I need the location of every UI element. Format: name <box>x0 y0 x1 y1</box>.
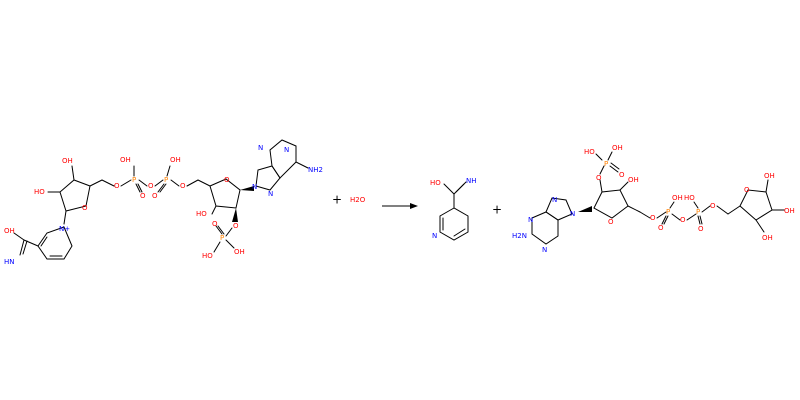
amide-oh-label: OH <box>4 227 15 235</box>
adenine-pyrimidine-ring <box>269 139 297 179</box>
adp-n-label-1: N <box>552 196 557 204</box>
adp-link-o-label-2: O <box>680 216 686 224</box>
pyridinium-ring <box>37 226 73 260</box>
link-o-label-2: O <box>148 182 154 190</box>
p1-double-o-label: O <box>140 192 146 200</box>
nicotinamide-ho-label: HO <box>430 179 441 187</box>
adp-ribose2-ring-o-label: O <box>744 186 750 194</box>
adp-p-chain-label-2: P <box>696 208 700 216</box>
phosphorus-label-3: P <box>220 234 224 242</box>
adp-ho-top-label: HO <box>584 148 595 156</box>
adp-n-label-4: N <box>528 216 533 224</box>
p2-double-o-label: O <box>152 192 158 200</box>
water-label: H2O <box>350 196 366 204</box>
ribose1-ring-o-label: O <box>82 204 88 212</box>
adp-o-phosphate-label: O <box>596 174 602 182</box>
adenine-n-label-1: N <box>252 183 257 191</box>
ribose-ring-1 <box>59 179 91 212</box>
p2-oh-label: OH <box>170 156 181 164</box>
adp-link-o-label-3: O <box>710 202 716 210</box>
adp-adenine-imidazole-ring <box>545 197 573 221</box>
adp-n-label-3: N <box>542 246 547 254</box>
adp-ribose-ring-2 <box>739 189 773 221</box>
adp-oh-top-label: OH <box>612 144 623 152</box>
ribose2-ho-label: HO <box>196 210 207 218</box>
pyridinium-n-label: N+ <box>59 225 70 233</box>
adenine-n-label-4: N <box>284 146 289 154</box>
adp-chain-double-o-label-2: O <box>698 225 704 233</box>
adp-ribose-molecule: H2N N N N N O O P OH HO O OH O P OH O O <box>512 144 795 254</box>
adp-p-chain-label-1: P <box>666 208 670 216</box>
adp-chain-double-o-label-1: O <box>658 224 664 232</box>
adp-ribose-ring-o-label: O <box>608 218 614 226</box>
nicotinamide-ring <box>439 207 469 241</box>
link-o-label-1: O <box>114 182 120 190</box>
adp-end-oh-label-3: OH <box>762 234 773 242</box>
adenine-n-label-2: N <box>268 190 273 198</box>
ribose2-ring-o-label: O <box>224 176 230 184</box>
plus-sign-2: + <box>492 203 502 217</box>
adp-end-oh-label-1: OH <box>764 172 775 180</box>
adp-ribose-oh-label: OH <box>628 176 639 184</box>
adp-p-top-double-o-label: O <box>619 171 625 179</box>
adenine-nh2-label: NH2 <box>308 166 323 174</box>
adp-link-o-label-1: O <box>650 214 656 222</box>
adenine-n-label-3: N <box>258 144 263 152</box>
p3-oh-label: OH <box>234 248 245 256</box>
adp-nh2-label: H2N <box>512 232 527 240</box>
nicotinamide-molecule: HO NH N <box>430 177 477 241</box>
link-o-label-3: O <box>180 182 186 190</box>
p3-ho-label: HO <box>202 252 213 260</box>
adp-chain-oh-label: OH <box>672 194 683 202</box>
adp-ribose-ring-1 <box>593 189 629 219</box>
nicotinamide-n-label: N <box>432 232 437 240</box>
ribose-ring-2 <box>209 178 241 209</box>
ribose1-oh-label: OH <box>62 157 73 165</box>
ribose2-o-phosphate-label: O <box>233 222 239 230</box>
nicotinamide-nh-label: NH <box>466 177 477 185</box>
adp-end-oh-label-2: OH <box>784 207 795 215</box>
adp-n-label-2: N <box>570 210 575 218</box>
p3-double-o-label: O <box>212 220 218 228</box>
adp-chain-ho-label: HO <box>684 194 695 202</box>
p1-oh-label: OH <box>120 156 131 164</box>
phosphorus-label-2: P <box>164 176 168 184</box>
adenine-imidazole-ring <box>255 165 281 191</box>
adp-p-top-label: P <box>604 160 608 168</box>
nadp-molecule: OH HN N+ HO OH O O P OH O O P OH O O <box>4 139 323 266</box>
amide-nh-label: HN <box>4 258 15 266</box>
phosphorus-label-1: P <box>132 176 136 184</box>
plus-sign-1: + <box>332 193 342 207</box>
ribose1-ho-label: HO <box>34 188 45 196</box>
reaction-arrow <box>382 203 418 209</box>
